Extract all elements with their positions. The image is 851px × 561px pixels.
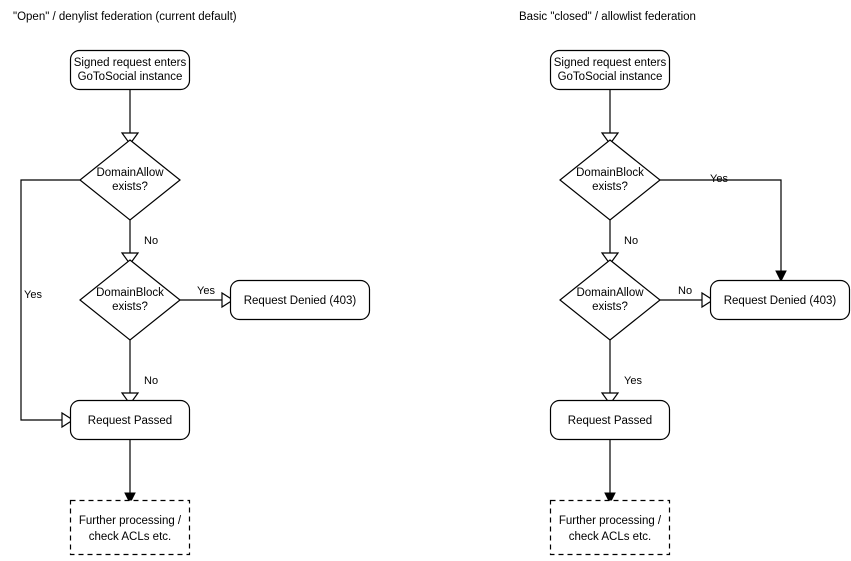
node-further-right-line2: check ACLs etc.: [569, 531, 651, 543]
node-further-right-shape: [549, 499, 671, 556]
edge-label-decision2-yes-right: Yes: [624, 375, 642, 387]
node-further-left: Further processing / check ACLs etc.: [69, 499, 191, 556]
node-decision2-left: DomainBlock exists?: [79, 259, 181, 341]
arrowhead-filled-further-right: [604, 492, 616, 505]
edge-decision1-yes-right: [660, 179, 782, 273]
arrowhead-open-passed2-left: [120, 392, 140, 406]
edge-label-decision1-no-left: No: [144, 235, 158, 247]
node-passed-left-label: Request Passed: [88, 415, 172, 427]
node-start-left-line1: Signed request enters: [74, 57, 187, 69]
node-further-right-line1: Further processing /: [559, 515, 662, 527]
node-decision2-left-line1: DomainBlock: [96, 287, 164, 299]
arrowhead-open-denied-left: [221, 291, 235, 309]
node-decision2-left-shape: [79, 259, 181, 341]
node-further-left-line1: Further processing /: [79, 515, 182, 527]
node-start-left-line2: GoToSocial instance: [78, 71, 183, 83]
node-further-right: Further processing / check ACLs etc.: [549, 499, 671, 556]
node-denied-right-shape: [709, 279, 851, 321]
node-decision2-right-line2: exists?: [592, 301, 628, 313]
node-decision1-right-line2: exists?: [592, 181, 628, 193]
arrowhead-open-passed-left: [61, 411, 75, 429]
node-decision1-right-shape: [559, 139, 661, 221]
panel-closed-allowlist: Basic "closed" / allowlist federation Si…: [519, 11, 851, 556]
node-denied-right-label: Request Denied (403): [724, 295, 837, 307]
arrowhead-filled-further-left: [124, 492, 136, 505]
node-passed-right-shape: [549, 399, 671, 441]
node-further-left-line2: check ACLs etc.: [89, 531, 171, 543]
edge-label-decision1-yes-left: Yes: [24, 289, 42, 301]
arrowhead-open-denied2-right: [701, 291, 715, 309]
node-decision1-left-shape: [79, 139, 181, 221]
node-decision1-right-line1: DomainBlock: [576, 167, 644, 179]
node-denied-left: Request Denied (403): [229, 279, 371, 321]
arrowhead-open-decision1-left: [120, 132, 140, 146]
arrowhead-open-decision2-right: [600, 252, 620, 266]
node-further-left-shape: [69, 499, 191, 556]
node-start-right: Signed request enters GoToSocial instanc…: [549, 49, 671, 91]
edge-label-decision1-yes-right: Yes: [710, 173, 728, 185]
node-denied-right: Request Denied (403): [709, 279, 851, 321]
node-decision1-right: DomainBlock exists?: [559, 139, 661, 221]
node-start-right-line1: Signed request enters: [554, 57, 667, 69]
node-passed-left: Request Passed: [69, 399, 191, 441]
node-start-right-shape: [549, 49, 671, 91]
edge-label-decision2-no-right: No: [678, 285, 692, 297]
arrowhead-filled-denied-right: [775, 270, 787, 283]
node-passed-right-label: Request Passed: [568, 415, 652, 427]
edge-label-decision2-yes-left: Yes: [197, 285, 215, 297]
arrowhead-open-passed-right: [600, 392, 620, 406]
node-decision2-right-shape: [559, 259, 661, 341]
panel-title-left: "Open" / denylist federation (current de…: [13, 11, 237, 23]
arrowhead-open-decision2-left: [120, 252, 140, 266]
panel-title-right: Basic "closed" / allowlist federation: [519, 11, 696, 23]
node-decision2-right-line1: DomainAllow: [576, 287, 644, 299]
panel-open-denylist: "Open" / denylist federation (current de…: [13, 11, 371, 556]
node-denied-left-shape: [229, 279, 371, 321]
node-start-right-line2: GoToSocial instance: [558, 71, 663, 83]
node-decision1-left-line2: exists?: [112, 181, 148, 193]
node-passed-right: Request Passed: [549, 399, 671, 441]
node-passed-left-shape: [69, 399, 191, 441]
node-decision1-left-line1: DomainAllow: [96, 167, 164, 179]
arrowhead-open-decision1-right: [600, 132, 620, 146]
node-decision2-right: DomainAllow exists?: [559, 259, 661, 341]
edge-decision1-yes-left: [20, 179, 80, 421]
node-decision1-left: DomainAllow exists?: [79, 139, 181, 221]
node-start-left: Signed request enters GoToSocial instanc…: [69, 49, 191, 91]
node-start-left-shape: [69, 49, 191, 91]
edge-label-decision1-no-right: No: [624, 235, 638, 247]
node-decision2-left-line2: exists?: [112, 301, 148, 313]
node-denied-left-label: Request Denied (403): [244, 295, 357, 307]
edge-label-decision2-no-left: No: [144, 375, 158, 387]
